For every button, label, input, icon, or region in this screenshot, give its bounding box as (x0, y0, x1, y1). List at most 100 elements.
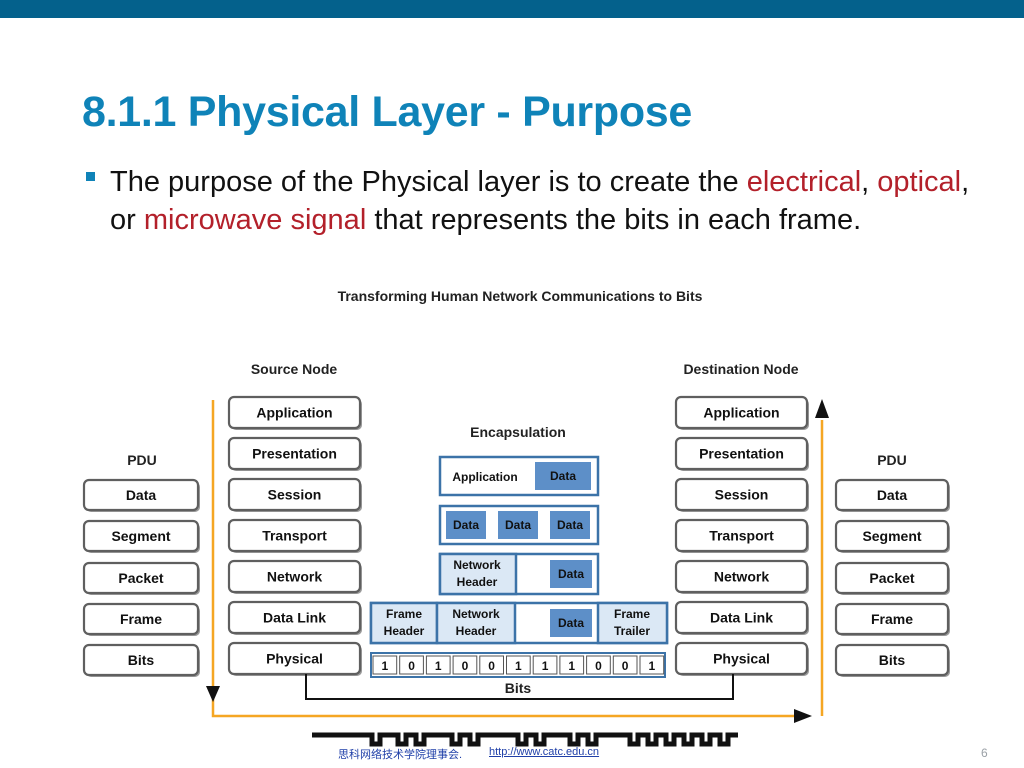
encap-packet-data (550, 560, 592, 588)
pdu-right-segment (834, 519, 950, 553)
bullet-sep1: , (861, 166, 878, 198)
pdu-right-data-label: Data (877, 487, 908, 503)
encap-segment-data-3 (550, 511, 590, 539)
term-electrical: electrical (746, 166, 862, 198)
encap-frame-header-text-line1: Frame (386, 607, 422, 621)
bit-cell (559, 655, 585, 675)
down-arrow-icon (206, 686, 220, 702)
encap-frame-network-header (435, 601, 517, 645)
flow-path-orange (211, 400, 800, 718)
encapsulation-label: Encapsulation (470, 424, 566, 440)
source-layer-data-link-label: Data Link (263, 610, 326, 626)
pdu-right-packet (834, 561, 950, 595)
pdu-left-bits-label: Bits (128, 652, 155, 668)
encap-packet-network-header-text-line1: Network (453, 558, 501, 572)
destination-layer-transport (674, 518, 809, 553)
bit-value: 0 (595, 659, 602, 673)
pdu-right-frame (834, 602, 950, 636)
source-layer-network (227, 559, 362, 594)
bit-cell (425, 655, 451, 675)
destination-layer-presentation (674, 436, 809, 471)
footer-organization: 思科网络技术学院理事会. (338, 749, 463, 761)
source-layer-data-link (227, 600, 362, 635)
encap-segment-data-1-label: Data (453, 518, 479, 532)
pdu-left-segment (82, 519, 200, 553)
bit-value: 0 (488, 659, 495, 673)
bit-cell (532, 655, 558, 675)
encap-application-label: Application (452, 470, 517, 484)
encap-segment-data-3-label: Data (557, 518, 583, 532)
pdu-left-data-label: Data (126, 487, 157, 503)
bullet-part1: The purpose of the Physical layer is to … (110, 166, 747, 198)
encap-frame-trailer-text-line2: Trailer (614, 624, 650, 638)
encap-frame-data (550, 609, 592, 637)
bit-cell (372, 655, 398, 675)
bit-value: 0 (622, 659, 629, 673)
bit-cell (399, 655, 424, 675)
pdu-right-bits-label: Bits (879, 652, 906, 668)
bit-value: 1 (382, 659, 389, 673)
destination-layer-transport-label: Transport (709, 528, 774, 544)
bit-cell (639, 655, 665, 675)
destination-layer-network (674, 559, 809, 594)
signal-waveform (312, 732, 738, 747)
encap-app-data-label: Data (550, 469, 576, 483)
slide-title: 8.1.1 Physical Layer - Purpose (82, 88, 693, 136)
bit-value: 1 (649, 659, 656, 673)
destination-layer-data-link (674, 600, 809, 635)
source-layer-physical (227, 641, 362, 676)
pdu-right-heading: PDU (877, 452, 907, 468)
destination-layer-session-label: Session (715, 487, 769, 503)
encap-packet-data-label: Data (558, 567, 584, 581)
pdu-left-data (82, 478, 200, 512)
bit-cell (586, 655, 611, 675)
destination-layer-application (674, 395, 809, 430)
bit-value: 1 (515, 659, 522, 673)
pdu-left-frame (82, 602, 200, 636)
destination-layer-presentation-label: Presentation (699, 446, 784, 462)
destination-layer-application-label: Application (703, 405, 779, 421)
bullet-square-icon (86, 172, 95, 181)
destination-layer-session (674, 477, 809, 512)
bullet-text: The purpose of the Physical layer is to … (110, 163, 970, 239)
pdu-left-frame-label: Frame (120, 611, 162, 627)
pdu-right-frame-label: Frame (871, 611, 913, 627)
source-layer-transport (227, 518, 362, 553)
encap-packet-network-header-text-line2: Header (457, 575, 498, 589)
pdu-left-segment-label: Segment (111, 528, 170, 544)
encap-segment-data-1 (446, 511, 486, 539)
bit-value: 1 (568, 659, 575, 673)
encap-frame-header-text-line2: Header (384, 624, 425, 638)
source-layer-transport-label: Transport (262, 528, 327, 544)
pdu-right-data (834, 478, 950, 512)
bit-value: 1 (435, 659, 442, 673)
encap-segment-data-2-label: Data (505, 518, 531, 532)
bit-value: 0 (462, 659, 469, 673)
bit-cell (506, 655, 531, 675)
pdu-right-bits (834, 643, 950, 677)
page-number: 6 (981, 746, 988, 760)
source-layer-physical-label: Physical (266, 651, 323, 667)
encap-frame-data-label: Data (558, 616, 584, 630)
bullet-sep2: , or (110, 166, 970, 236)
encap-packet-network-header (438, 552, 518, 596)
bit-cell (452, 655, 478, 675)
source-layer-session (227, 477, 362, 512)
source-node-label: Source Node (251, 361, 338, 377)
source-layer-application (227, 395, 362, 430)
bullet-part2: that represents the bits in each frame. (366, 204, 862, 236)
source-layer-presentation-label: Presentation (252, 446, 337, 462)
footer-url-link[interactable]: http://www.catc.edu.cn (489, 746, 600, 758)
bit-cell (479, 655, 504, 675)
right-arrow-icon (794, 709, 812, 723)
destination-layer-physical-label: Physical (713, 651, 770, 667)
encap-frame-network-header-text-line2: Header (456, 624, 497, 638)
encap-app-data (535, 462, 591, 490)
destination-node-label: Destination Node (683, 361, 798, 377)
diagram-title: Transforming Human Network Communication… (337, 288, 703, 304)
source-layer-network-label: Network (267, 569, 322, 585)
pdu-left-bits (82, 643, 200, 677)
pdu-right-packet-label: Packet (869, 570, 914, 586)
source-layer-presentation (227, 436, 362, 471)
